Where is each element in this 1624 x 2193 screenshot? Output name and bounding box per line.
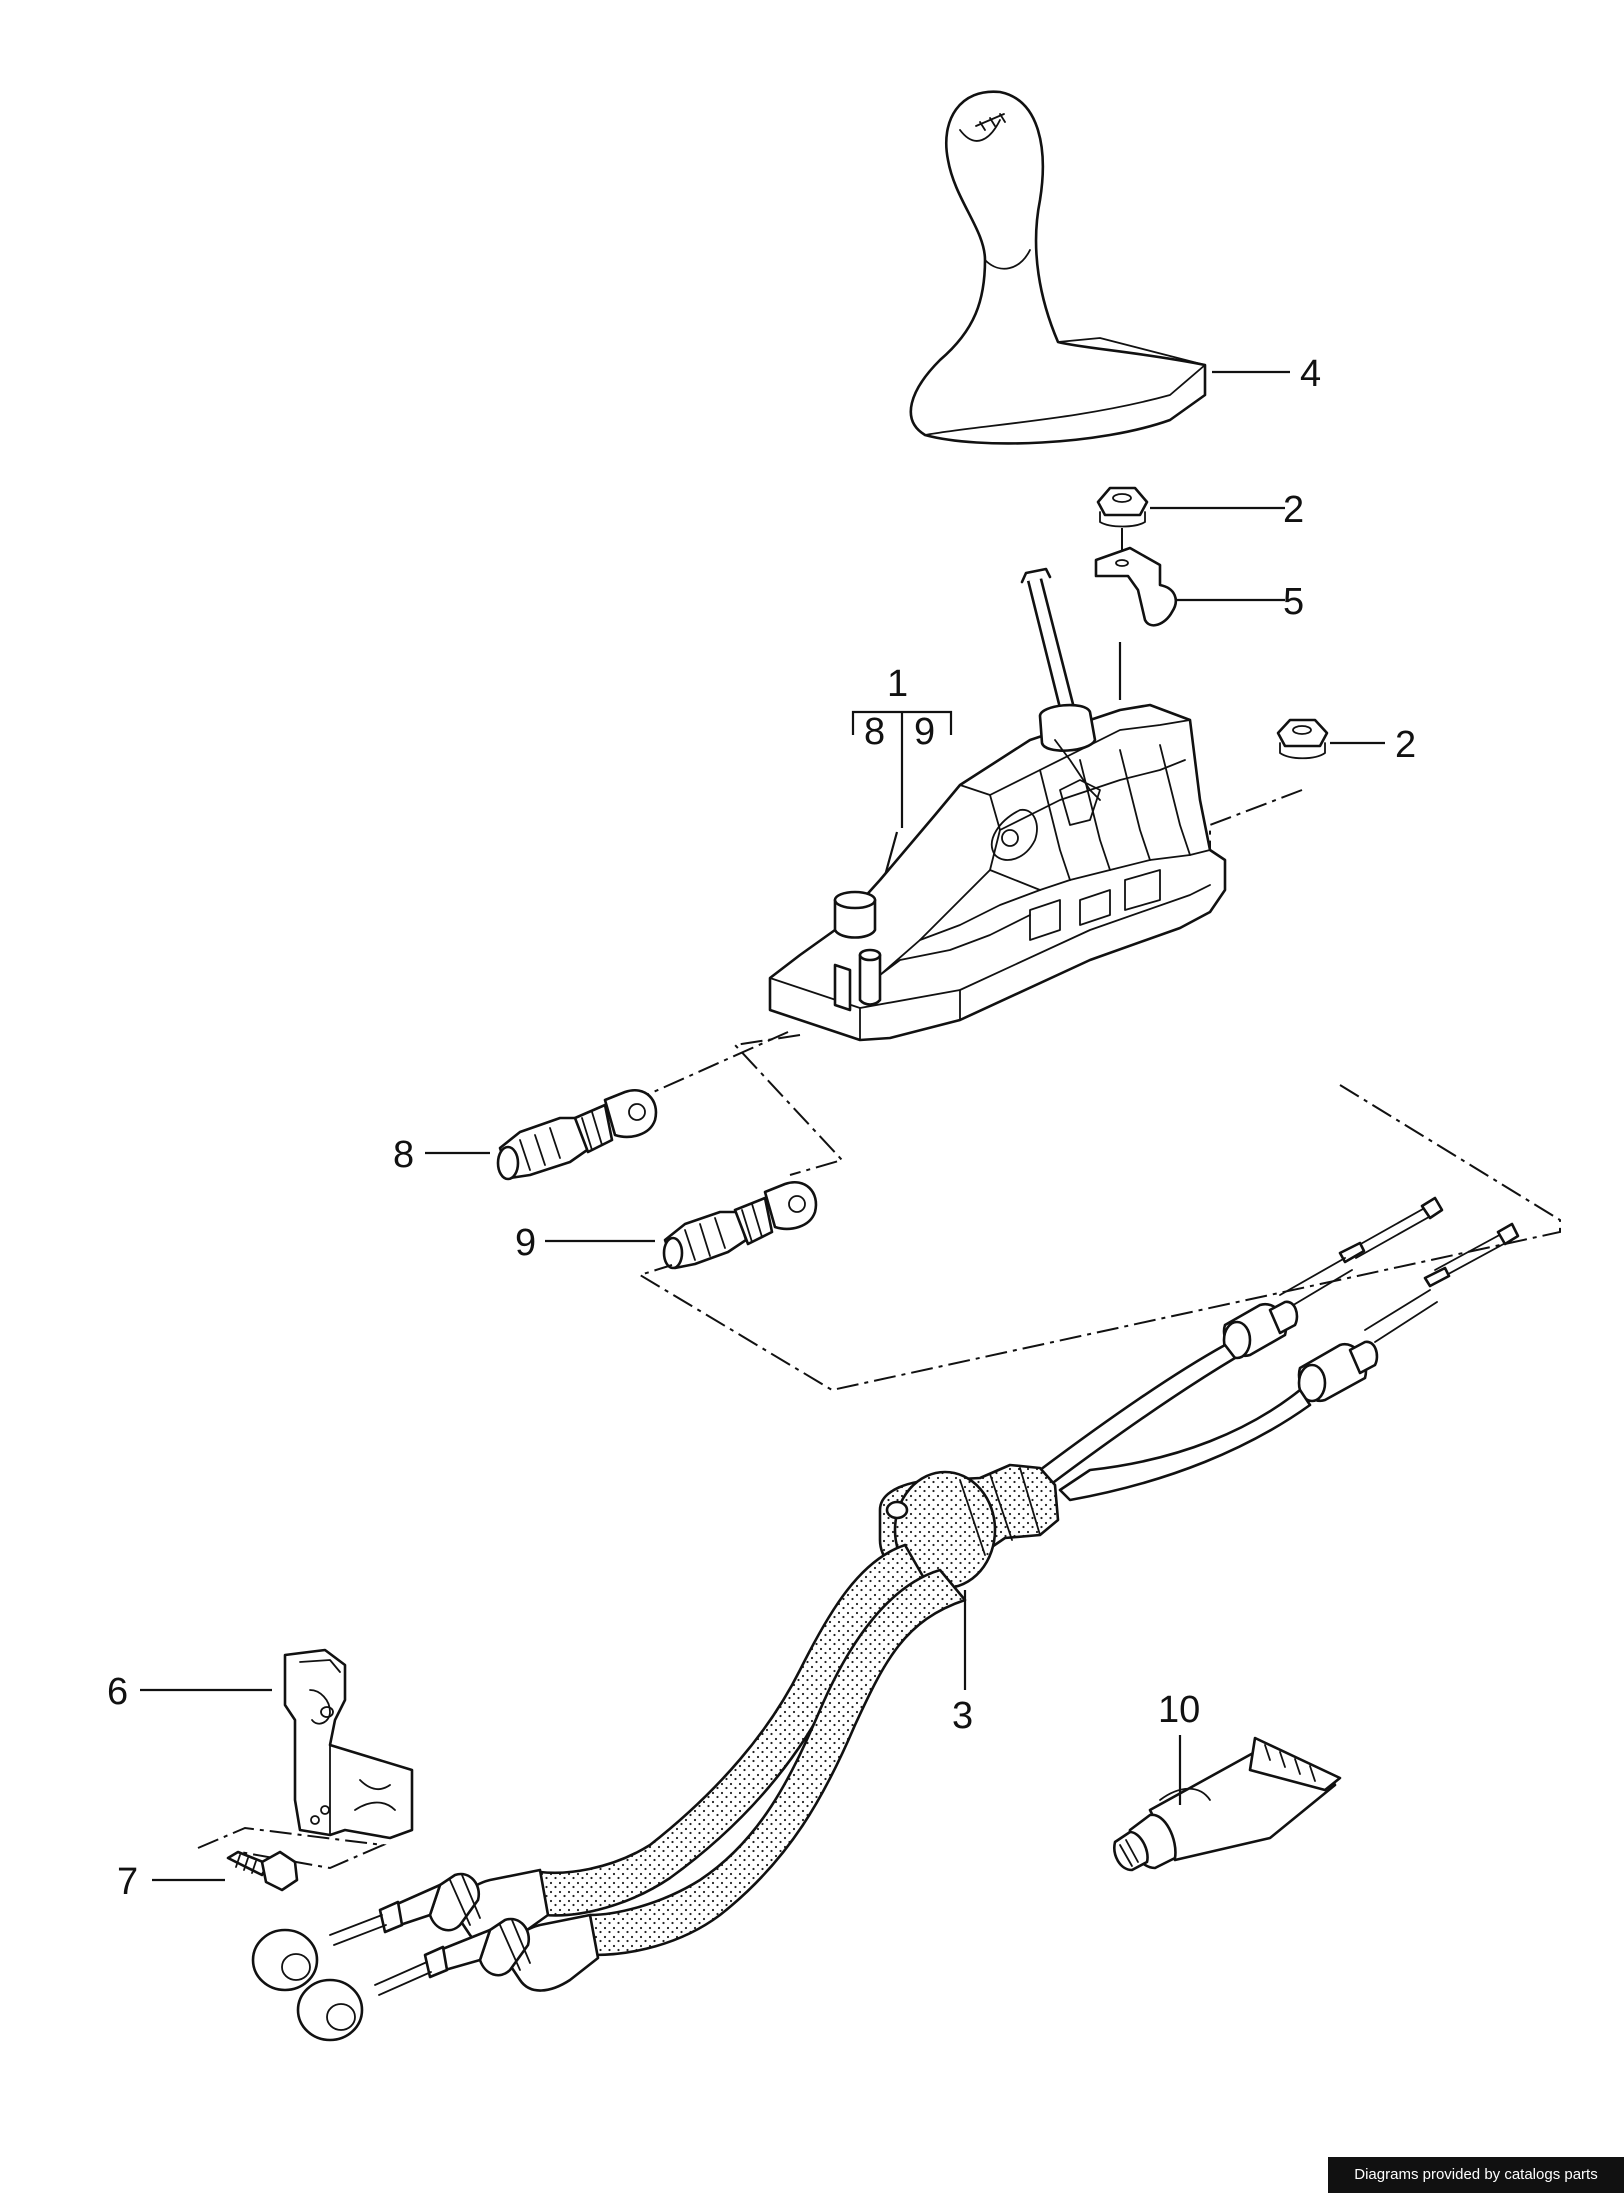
shift-cables[interactable]: [251, 1196, 1520, 2042]
callout-8: 8: [393, 1134, 414, 1176]
shift-knob[interactable]: [909, 90, 1207, 445]
shifter-housing[interactable]: [768, 703, 1227, 1042]
mounting-bracket[interactable]: [283, 1648, 414, 1840]
callout-7: 7: [117, 1861, 138, 1903]
cable-clip-9[interactable]: [662, 1181, 818, 1270]
flange-nut-upper[interactable]: [1096, 486, 1149, 528]
callout-1: 1: [887, 663, 908, 705]
callout-1-includes-9: 9: [914, 711, 935, 753]
callout-10: 10: [1158, 1689, 1200, 1731]
callout-2-right: 2: [1395, 724, 1416, 766]
callout-6: 6: [107, 1671, 128, 1713]
flange-nut-right[interactable]: [1276, 718, 1329, 760]
bolt[interactable]: [226, 1850, 299, 1892]
callout-4: 4: [1300, 353, 1321, 395]
cable-clip-8[interactable]: [496, 1089, 658, 1181]
bracket-clip[interactable]: [1094, 546, 1177, 627]
grease-tube[interactable]: [1113, 1736, 1342, 1872]
callout-1-includes-8: 8: [864, 711, 885, 753]
credit-footer: Diagrams provided by catalogs parts: [1328, 2157, 1624, 2193]
callout-2-upper: 2: [1283, 489, 1304, 531]
callout-3: 3: [952, 1695, 973, 1737]
callout-9: 9: [515, 1222, 536, 1264]
shift-lever[interactable]: [1020, 567, 1101, 801]
callout-5: 5: [1283, 581, 1304, 623]
